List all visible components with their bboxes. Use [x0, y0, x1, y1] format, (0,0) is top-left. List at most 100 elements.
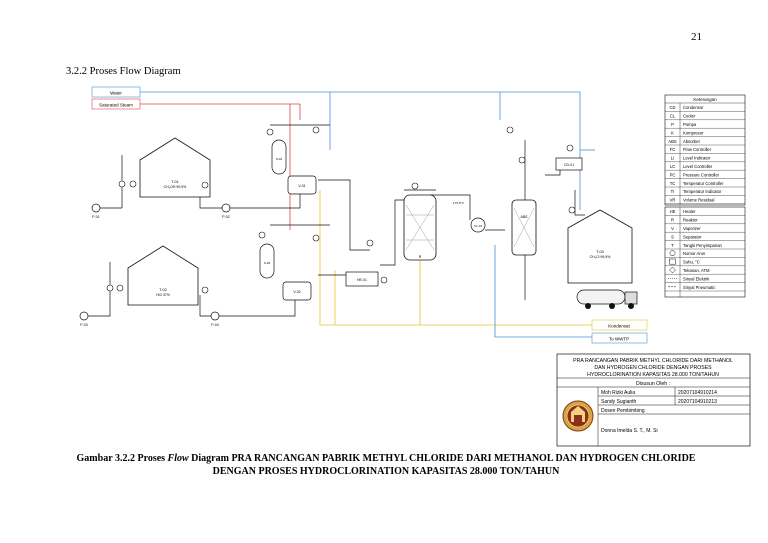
pump-p02-label: P-02	[222, 215, 229, 219]
legend-desc: Pressure Controller	[683, 172, 720, 177]
water-line	[140, 91, 595, 210]
caption-prefix: Gambar 3.2.2 Proses	[76, 453, 168, 464]
water-label: Water	[110, 91, 122, 96]
legend-symbol-desc: Nomor Arus	[683, 251, 705, 256]
reactor-label: R	[419, 255, 422, 259]
separator-s02: S-02	[259, 243, 275, 279]
reactor: R	[403, 189, 437, 261]
legend-desc: Reaktor	[683, 218, 698, 223]
tank-t01-label: T-01	[171, 180, 179, 184]
kondensat-label: Kondensat	[608, 324, 630, 329]
vaporizer-v01: V-01	[287, 175, 317, 195]
legend-desc: Temperatur Controller	[683, 181, 724, 186]
legend-code: R	[671, 218, 674, 223]
legend-code: HE	[670, 209, 676, 214]
condenser-cd01: CD-01	[555, 157, 583, 171]
temp-gas-outlet: 175,6°C	[453, 201, 465, 205]
legend-desc: Cooler	[683, 114, 696, 119]
legend-code: TC	[670, 181, 676, 186]
separator-s02-label: S-02	[264, 261, 271, 265]
absorber-abs: ABS	[511, 199, 537, 256]
legend-code: LI	[671, 156, 675, 161]
tank-t03: T-03 CH₃Cl 99,9%	[567, 209, 633, 284]
section-title: 3.2.2 Proses Flow Diagram	[66, 66, 181, 77]
figure-caption: Gambar 3.2.2 Proses Flow Diagram PRA RAN…	[66, 452, 706, 478]
legend-code: PC	[670, 172, 676, 177]
tank-t02-label: T-02	[159, 288, 167, 292]
caption-italic: Flow	[167, 453, 189, 464]
condenser-label: CD-01	[564, 163, 574, 167]
legend-symbol-desc: Sinyal Elektrik	[683, 276, 710, 281]
legend-symbol-desc: Suhu, °C	[683, 260, 700, 265]
pump-p01-label: P-01	[92, 215, 99, 219]
water-stream-box: Water	[91, 86, 141, 98]
temperature-icon	[669, 258, 676, 265]
pressure-icon	[669, 266, 676, 274]
pump-p03: P-03	[79, 311, 89, 327]
legend-code: FC	[670, 147, 676, 152]
legend-desc: Flow Controller	[683, 147, 712, 152]
vaporizer-v01-label: V-01	[298, 184, 305, 188]
legend-desc: Kompresor	[683, 130, 704, 135]
legend-desc: Volume Residual	[683, 198, 714, 203]
title-line-3: HYDROCLORINATION KAPASITAS 28.000 TON/TA…	[587, 372, 719, 378]
title-line-2: DAN HYDROGEN CHLORIDE DENGAN PROSES	[594, 365, 712, 371]
legend-code: S	[671, 234, 674, 239]
tank-t02: T-02 HCl 37%	[127, 245, 199, 306]
legend-code: CD	[669, 105, 675, 110]
pump-p03-label: P-03	[80, 323, 87, 327]
legend-code: TI	[671, 189, 675, 194]
title-block: PRA RANCANGAN PABRIK METHYL CHLORIDE DAR…	[556, 353, 751, 447]
absorber-label: ABS	[520, 215, 528, 219]
stream-number-icon	[669, 250, 676, 257]
legend-desc: Tangki Penyimpanan	[683, 243, 723, 248]
condensate-line	[319, 190, 592, 326]
tank-t03-content: CH₃Cl 99,9%	[590, 255, 611, 259]
title-line-1: PRA RANCANGAN PABRIK METHYL CHLORIDE DAR…	[573, 358, 733, 364]
legend-desc: Separator	[683, 234, 702, 239]
legend-desc: Condensor	[683, 105, 704, 110]
legend-desc: Vaporizer	[683, 226, 701, 231]
author-1-nim: 20207104910214	[678, 390, 717, 396]
tanker-truck-icon	[576, 289, 638, 309]
legend-code: T	[671, 243, 674, 248]
legend-code: CL	[670, 114, 676, 119]
legend-desc: Absorber	[683, 139, 701, 144]
cooler-cl01: CL-01	[470, 217, 486, 233]
legend-desc: Temperatur Indicator	[683, 189, 722, 194]
heater-label: HE-01	[357, 278, 367, 282]
legend-title: Keterangan	[693, 97, 717, 102]
legend-code: VR	[670, 198, 676, 203]
author-2-nim: 20207104910213	[678, 399, 717, 405]
wwtp-label: To WWTP	[609, 337, 629, 342]
kondensat-stream-box: Kondensat	[591, 319, 648, 331]
steam-label: Saturated Steam	[99, 103, 133, 108]
dosen-name: Donna Imelda S. T., M. Si	[601, 428, 658, 434]
page-number: 21	[691, 31, 702, 43]
tank-t02-content: HCl 37%	[156, 293, 170, 297]
wwtp-stream-box: To WWTP	[591, 332, 648, 344]
legend-desc: Level Indicator	[683, 156, 711, 161]
vaporizer-v02: V-02	[282, 281, 312, 301]
instrument-bubbles	[106, 126, 604, 302]
heater-he01: HE-01	[345, 271, 379, 287]
separator-s01: S-01	[271, 139, 287, 175]
legend-desc: Level Controller	[683, 164, 713, 169]
cooler-label: CL-01	[474, 224, 483, 228]
caption-rest: Diagram PRA RANCANGAN PABRIK METHYL CHLO…	[188, 453, 696, 477]
process-lines	[82, 124, 585, 317]
separator-s01-label: S-01	[276, 157, 283, 161]
tank-t01: T-01 CH₃OH 99,9%	[139, 137, 211, 198]
wwtp-line	[494, 245, 592, 338]
author-2-name: Sandy Sugianth	[601, 399, 637, 405]
legend-desc: Pompa	[683, 122, 697, 127]
pump-p04-label: P-04	[211, 323, 218, 327]
pump-p04: P-04	[210, 311, 220, 327]
disusun-label: Disusun Oleh :	[636, 381, 670, 387]
pump-p02: P-02	[221, 203, 231, 219]
pump-p01: P-01	[91, 203, 101, 219]
legend-code: K	[671, 130, 674, 135]
vaporizer-v02-label: V-02	[293, 290, 300, 294]
